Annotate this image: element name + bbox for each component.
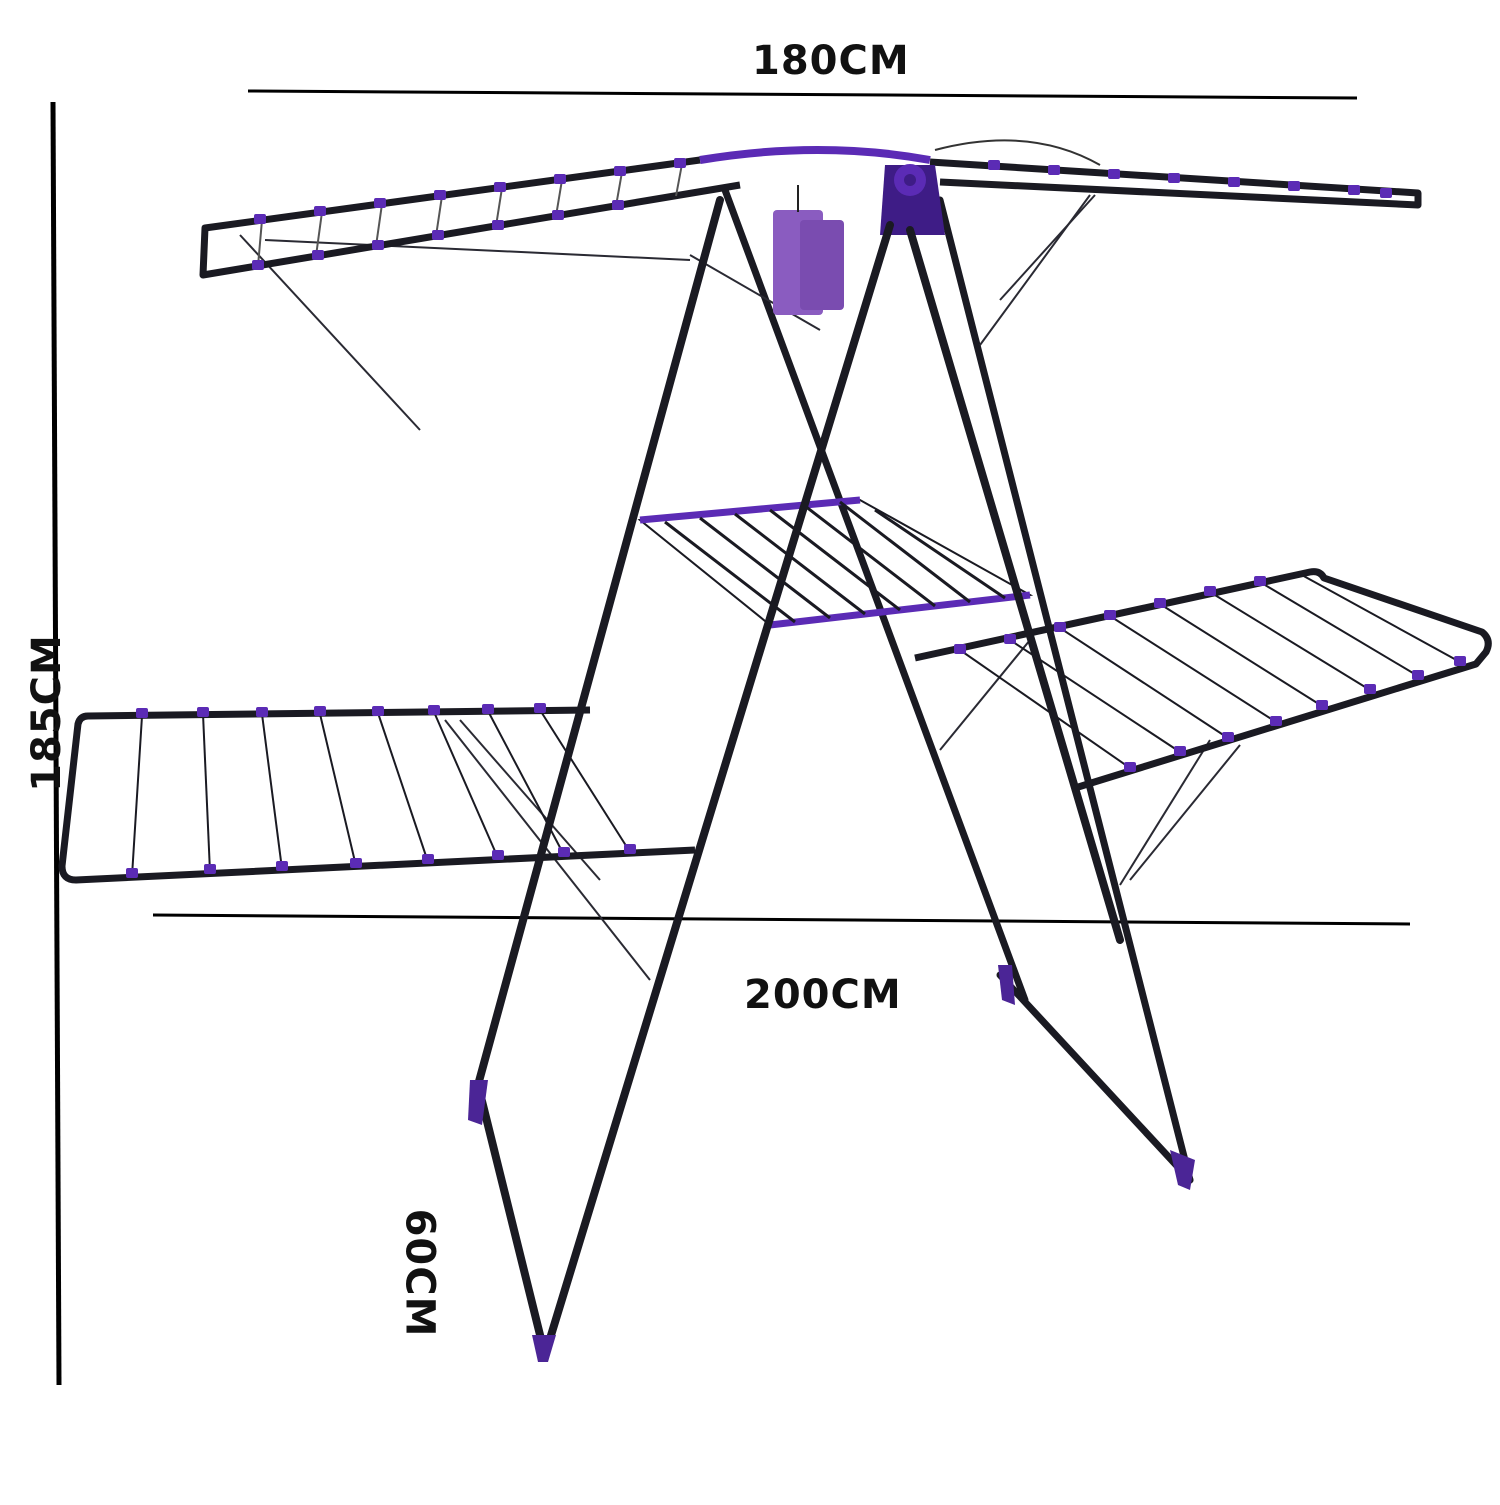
depth-label: 60CM: [396, 1208, 443, 1338]
width-bottom-label: 200CM: [744, 972, 902, 1018]
width-top-label: 180CM: [752, 38, 910, 84]
front-legs: [474, 196, 1124, 1359]
top-right-wing: [929, 139, 1422, 209]
top-hub: [699, 146, 945, 235]
rear-legs: [721, 186, 1194, 1184]
width-top-line: [247, 89, 1358, 100]
width-bottom-line: [152, 913, 1411, 926]
middle-shelf: [637, 496, 1034, 629]
height-label: 185CM: [23, 634, 70, 792]
peg-bag: [773, 185, 844, 315]
dimension-lines: [50, 89, 1411, 1386]
support-wires: [239, 194, 1241, 981]
height-line: [50, 101, 62, 1386]
lower-right-wing: [914, 568, 1492, 792]
top-left-wing: [199, 156, 741, 279]
feet: [468, 965, 1195, 1362]
lower-left-wing: [58, 703, 696, 884]
